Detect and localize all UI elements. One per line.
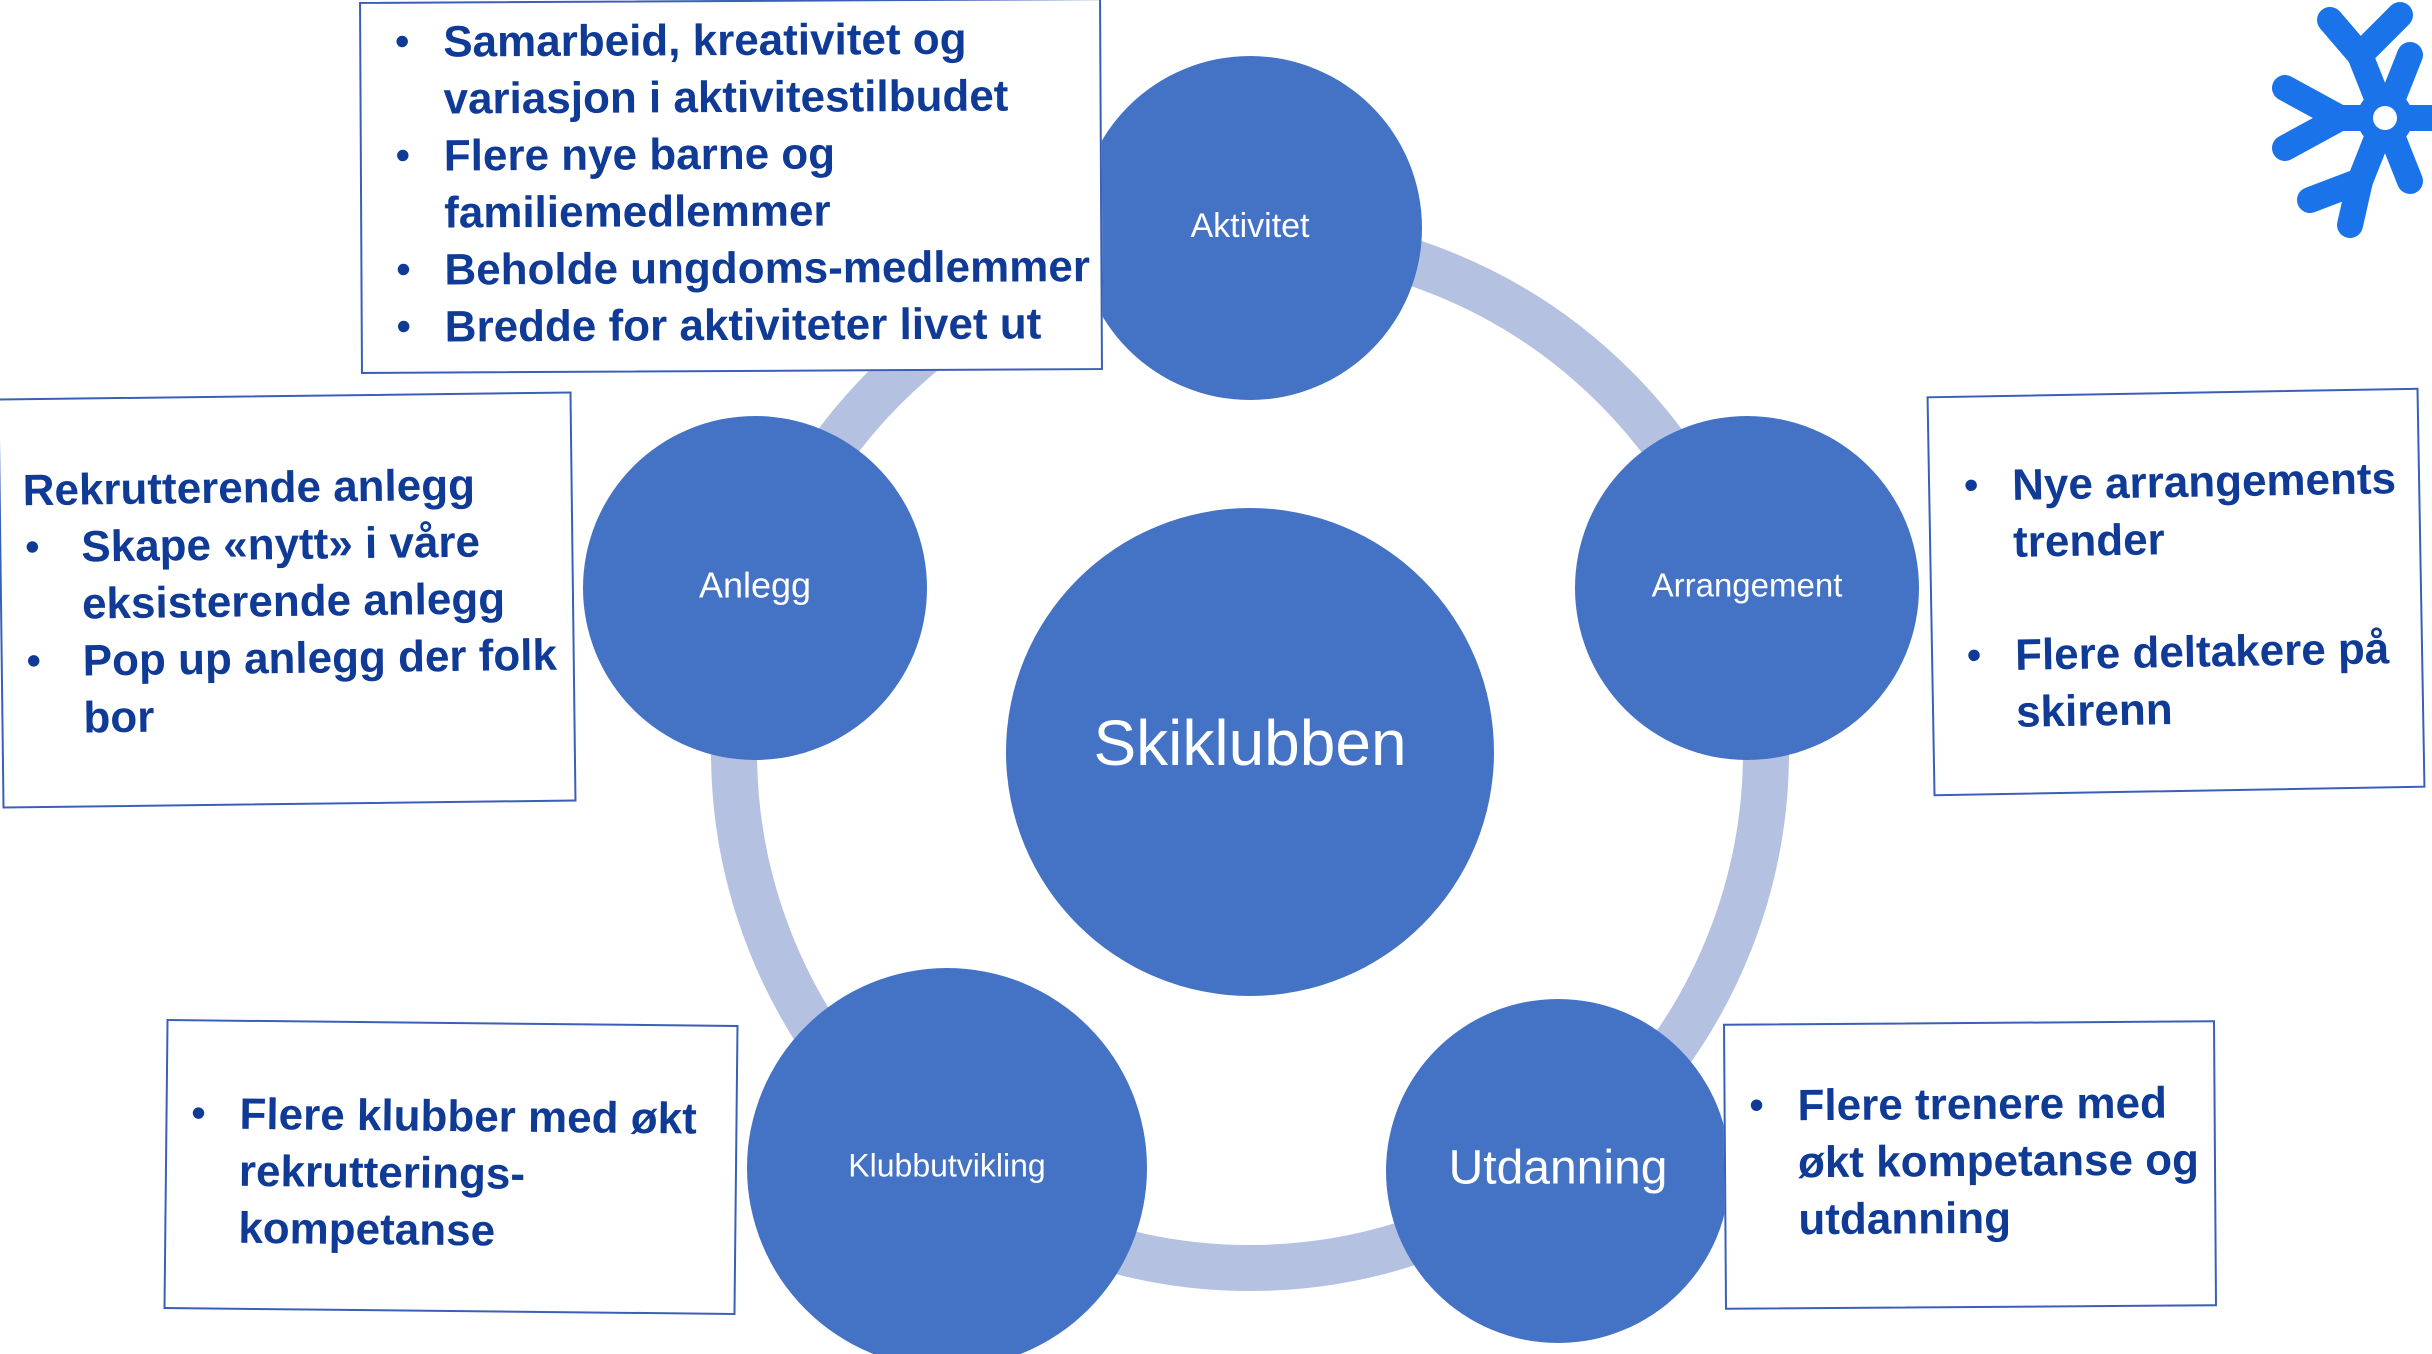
list-item: Flere nye barne og familiemedlemmer — [382, 124, 1101, 242]
list-item: Pop up anlegg der folk bor — [12, 627, 573, 748]
node-klubbutvikling[interactable] — [747, 968, 1147, 1354]
node-anlegg[interactable] — [583, 416, 927, 760]
node-aktivitet[interactable] — [1078, 56, 1422, 400]
node-utdanning-label: Utdanning — [1449, 1142, 1668, 1195]
node-klubbutvikling-label: Klubbutvikling — [848, 1147, 1045, 1183]
box-heading: Rekrutterende anlegg — [22, 460, 476, 516]
node-arrangement-label: Arrangement — [1652, 567, 1843, 604]
list-item: Bredde for aktiviteter livet ut — [383, 295, 1101, 356]
text-box-klubbutvikling: Flere klubber med økt rekrutterings-komp… — [163, 1019, 739, 1315]
list-item: Beholde ungdoms-medlemmer — [382, 238, 1100, 299]
list-item: Flere trenere med økt kompetanse og utda… — [1735, 1074, 2214, 1248]
text-box-utdanning: Flere trenere med økt kompetanse og utda… — [1723, 1020, 2217, 1310]
center-label: Skiklubben — [1093, 707, 1406, 779]
node-arrangement[interactable] — [1575, 416, 1919, 760]
node-aktivitet-label: Aktivitet — [1190, 207, 1310, 245]
list-item: Flere deltakere på skirenn — [1953, 620, 2423, 742]
list-item: Flere klubber med økt rekrutterings-komp… — [176, 1085, 736, 1262]
text-box-anlegg: Rekrutterende anlegg Skape «nytt» i våre… — [0, 391, 577, 809]
list-item: Nye arrangements trender — [1950, 450, 2420, 572]
node-utdanning[interactable] — [1386, 999, 1730, 1343]
snowflake-logo-icon — [2272, 2, 2432, 238]
list-item: Samarbeid, kreativitet og variasjon i ak… — [381, 10, 1100, 128]
center-node[interactable] — [1006, 508, 1494, 996]
list-item: Skape «nytt» i våre eksisterende anlegg — [11, 513, 572, 634]
node-anlegg-label: Anlegg — [699, 565, 811, 606]
text-box-aktivitet: Samarbeid, kreativitet og variasjon i ak… — [359, 0, 1103, 374]
text-box-arrangement: Nye arrangements trender Flere deltakere… — [1926, 387, 2426, 797]
